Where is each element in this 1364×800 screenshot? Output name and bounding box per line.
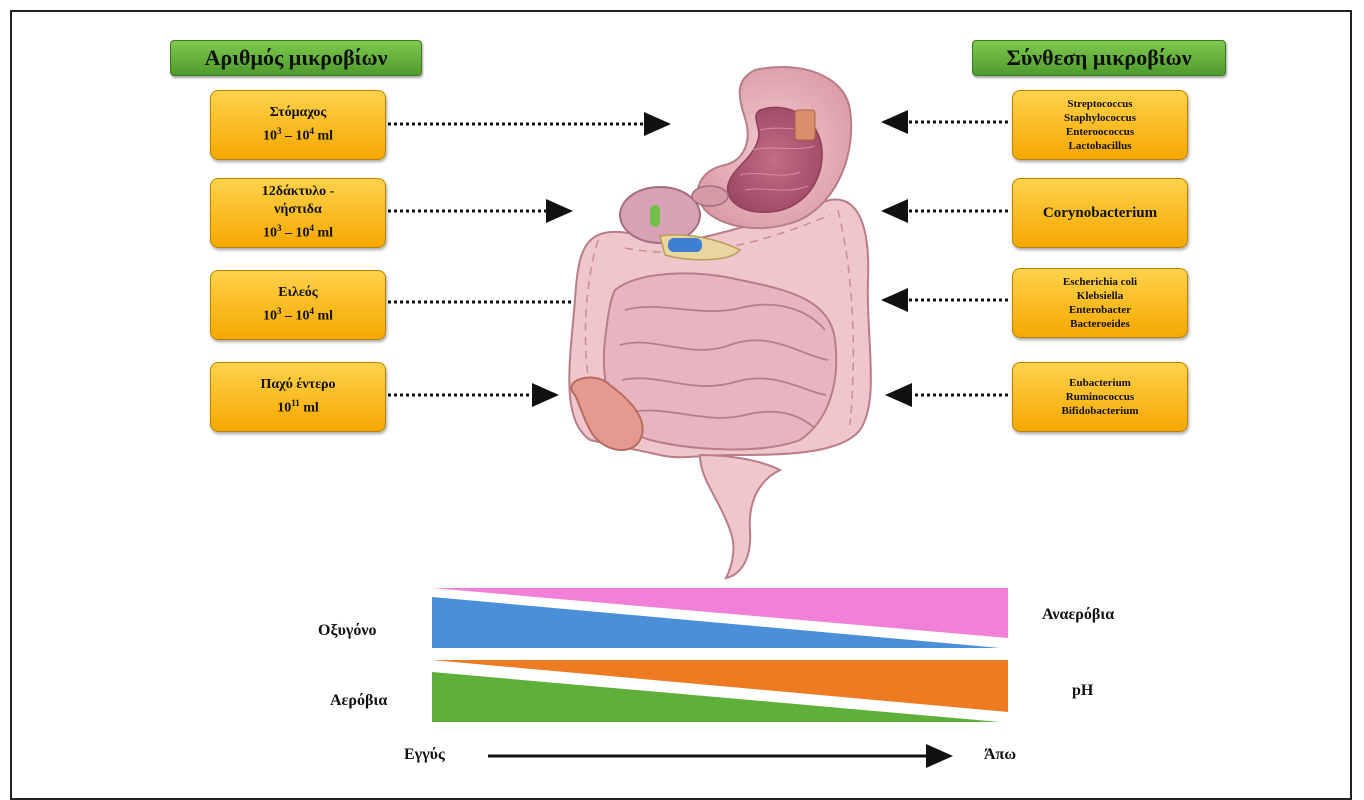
esophagus	[795, 110, 815, 140]
rectum	[700, 455, 780, 578]
gradient-wedges	[432, 588, 1008, 722]
pylorus	[692, 186, 728, 206]
aerobic-label: Αερόβια	[330, 692, 387, 710]
ph-label: pH	[1072, 682, 1093, 700]
gallbladder	[650, 205, 660, 227]
diagram-graphics	[0, 0, 1364, 776]
digestive-system-illustration	[569, 67, 871, 578]
right-arrows	[884, 122, 1008, 395]
proximal-label: Εγγύς	[404, 746, 445, 764]
distal-label: Άπω	[984, 746, 1016, 764]
anaerobic-label: Αναερόβια	[1042, 606, 1114, 624]
bile-duct	[668, 238, 702, 252]
oxygen-label: Οξυγόνο	[318, 622, 377, 640]
